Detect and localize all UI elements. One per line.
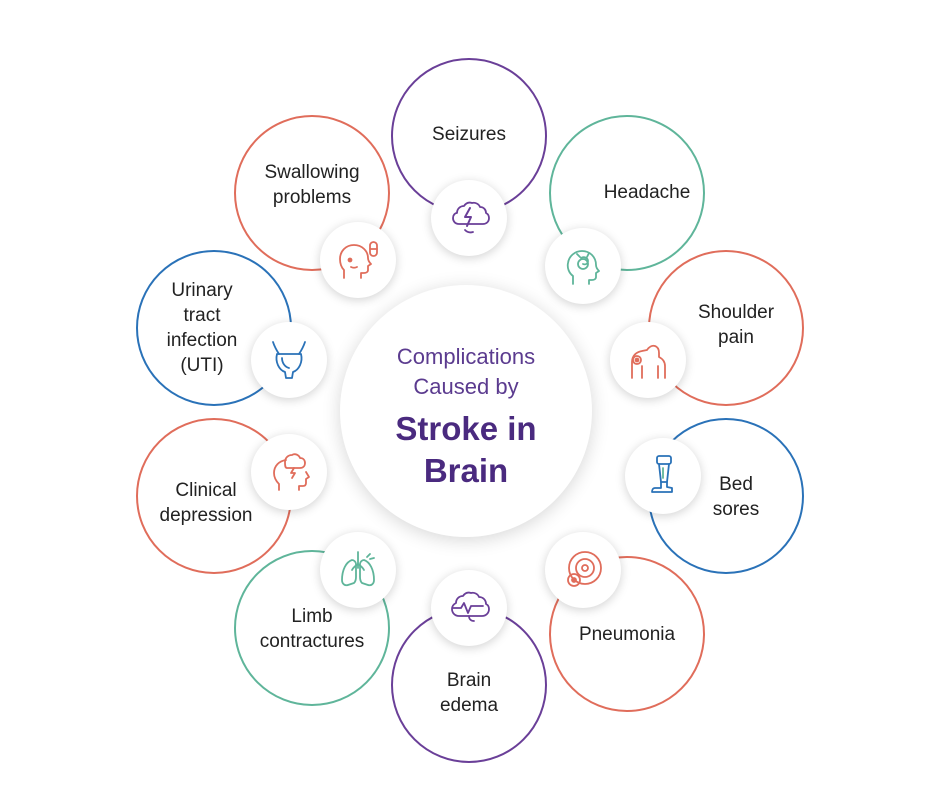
target-circle-icon bbox=[567, 551, 602, 587]
badge-brain-edema bbox=[431, 570, 507, 646]
head-pain-icon bbox=[566, 250, 600, 285]
label-swallowing-problems: Swallowing problems bbox=[264, 162, 360, 208]
center-line-2: Caused by bbox=[413, 374, 519, 399]
badge-clinical-depression bbox=[251, 434, 327, 510]
label-headache: Headache bbox=[603, 182, 691, 203]
label-bed-sores: Bed sores bbox=[712, 474, 760, 520]
label-shoulder-pain: Shoulder pain bbox=[697, 302, 775, 348]
badge-seizures bbox=[431, 180, 507, 256]
center-title-circle: Complications Caused by Stroke in Brain bbox=[340, 285, 592, 537]
prosthetic-leg-icon bbox=[651, 455, 673, 493]
label-clinical-depression: Clinical depression bbox=[159, 480, 253, 526]
brain-pulse-icon bbox=[451, 591, 490, 622]
badge-swallowing-problems bbox=[320, 222, 396, 298]
label-seizures: Seizures bbox=[432, 124, 506, 145]
label-uti: Urinary tract infection (UTI) bbox=[166, 280, 238, 376]
badge-headache bbox=[545, 228, 621, 304]
head-pill-icon bbox=[339, 241, 378, 279]
badge-bed-sores bbox=[625, 438, 701, 514]
center-line-1: Complications bbox=[396, 344, 536, 369]
bladder-icon bbox=[272, 341, 306, 379]
center-line-4: Brain bbox=[423, 452, 509, 489]
shoulder-pain-icon bbox=[631, 344, 666, 379]
brain-lightning-icon bbox=[452, 201, 490, 234]
badge-limb-contractures bbox=[320, 532, 396, 608]
head-storm-icon bbox=[273, 453, 310, 491]
label-limb-contractures: Limb contractures bbox=[259, 606, 365, 652]
badge-uti bbox=[251, 322, 327, 398]
label-brain-edema: Brain edema bbox=[439, 670, 499, 716]
center-line-3: Stroke in bbox=[395, 410, 537, 447]
badge-pneumonia bbox=[545, 532, 621, 608]
label-pneumonia: Pneumonia bbox=[578, 624, 676, 645]
lungs-icon bbox=[341, 551, 375, 587]
badge-shoulder-pain bbox=[610, 322, 686, 398]
